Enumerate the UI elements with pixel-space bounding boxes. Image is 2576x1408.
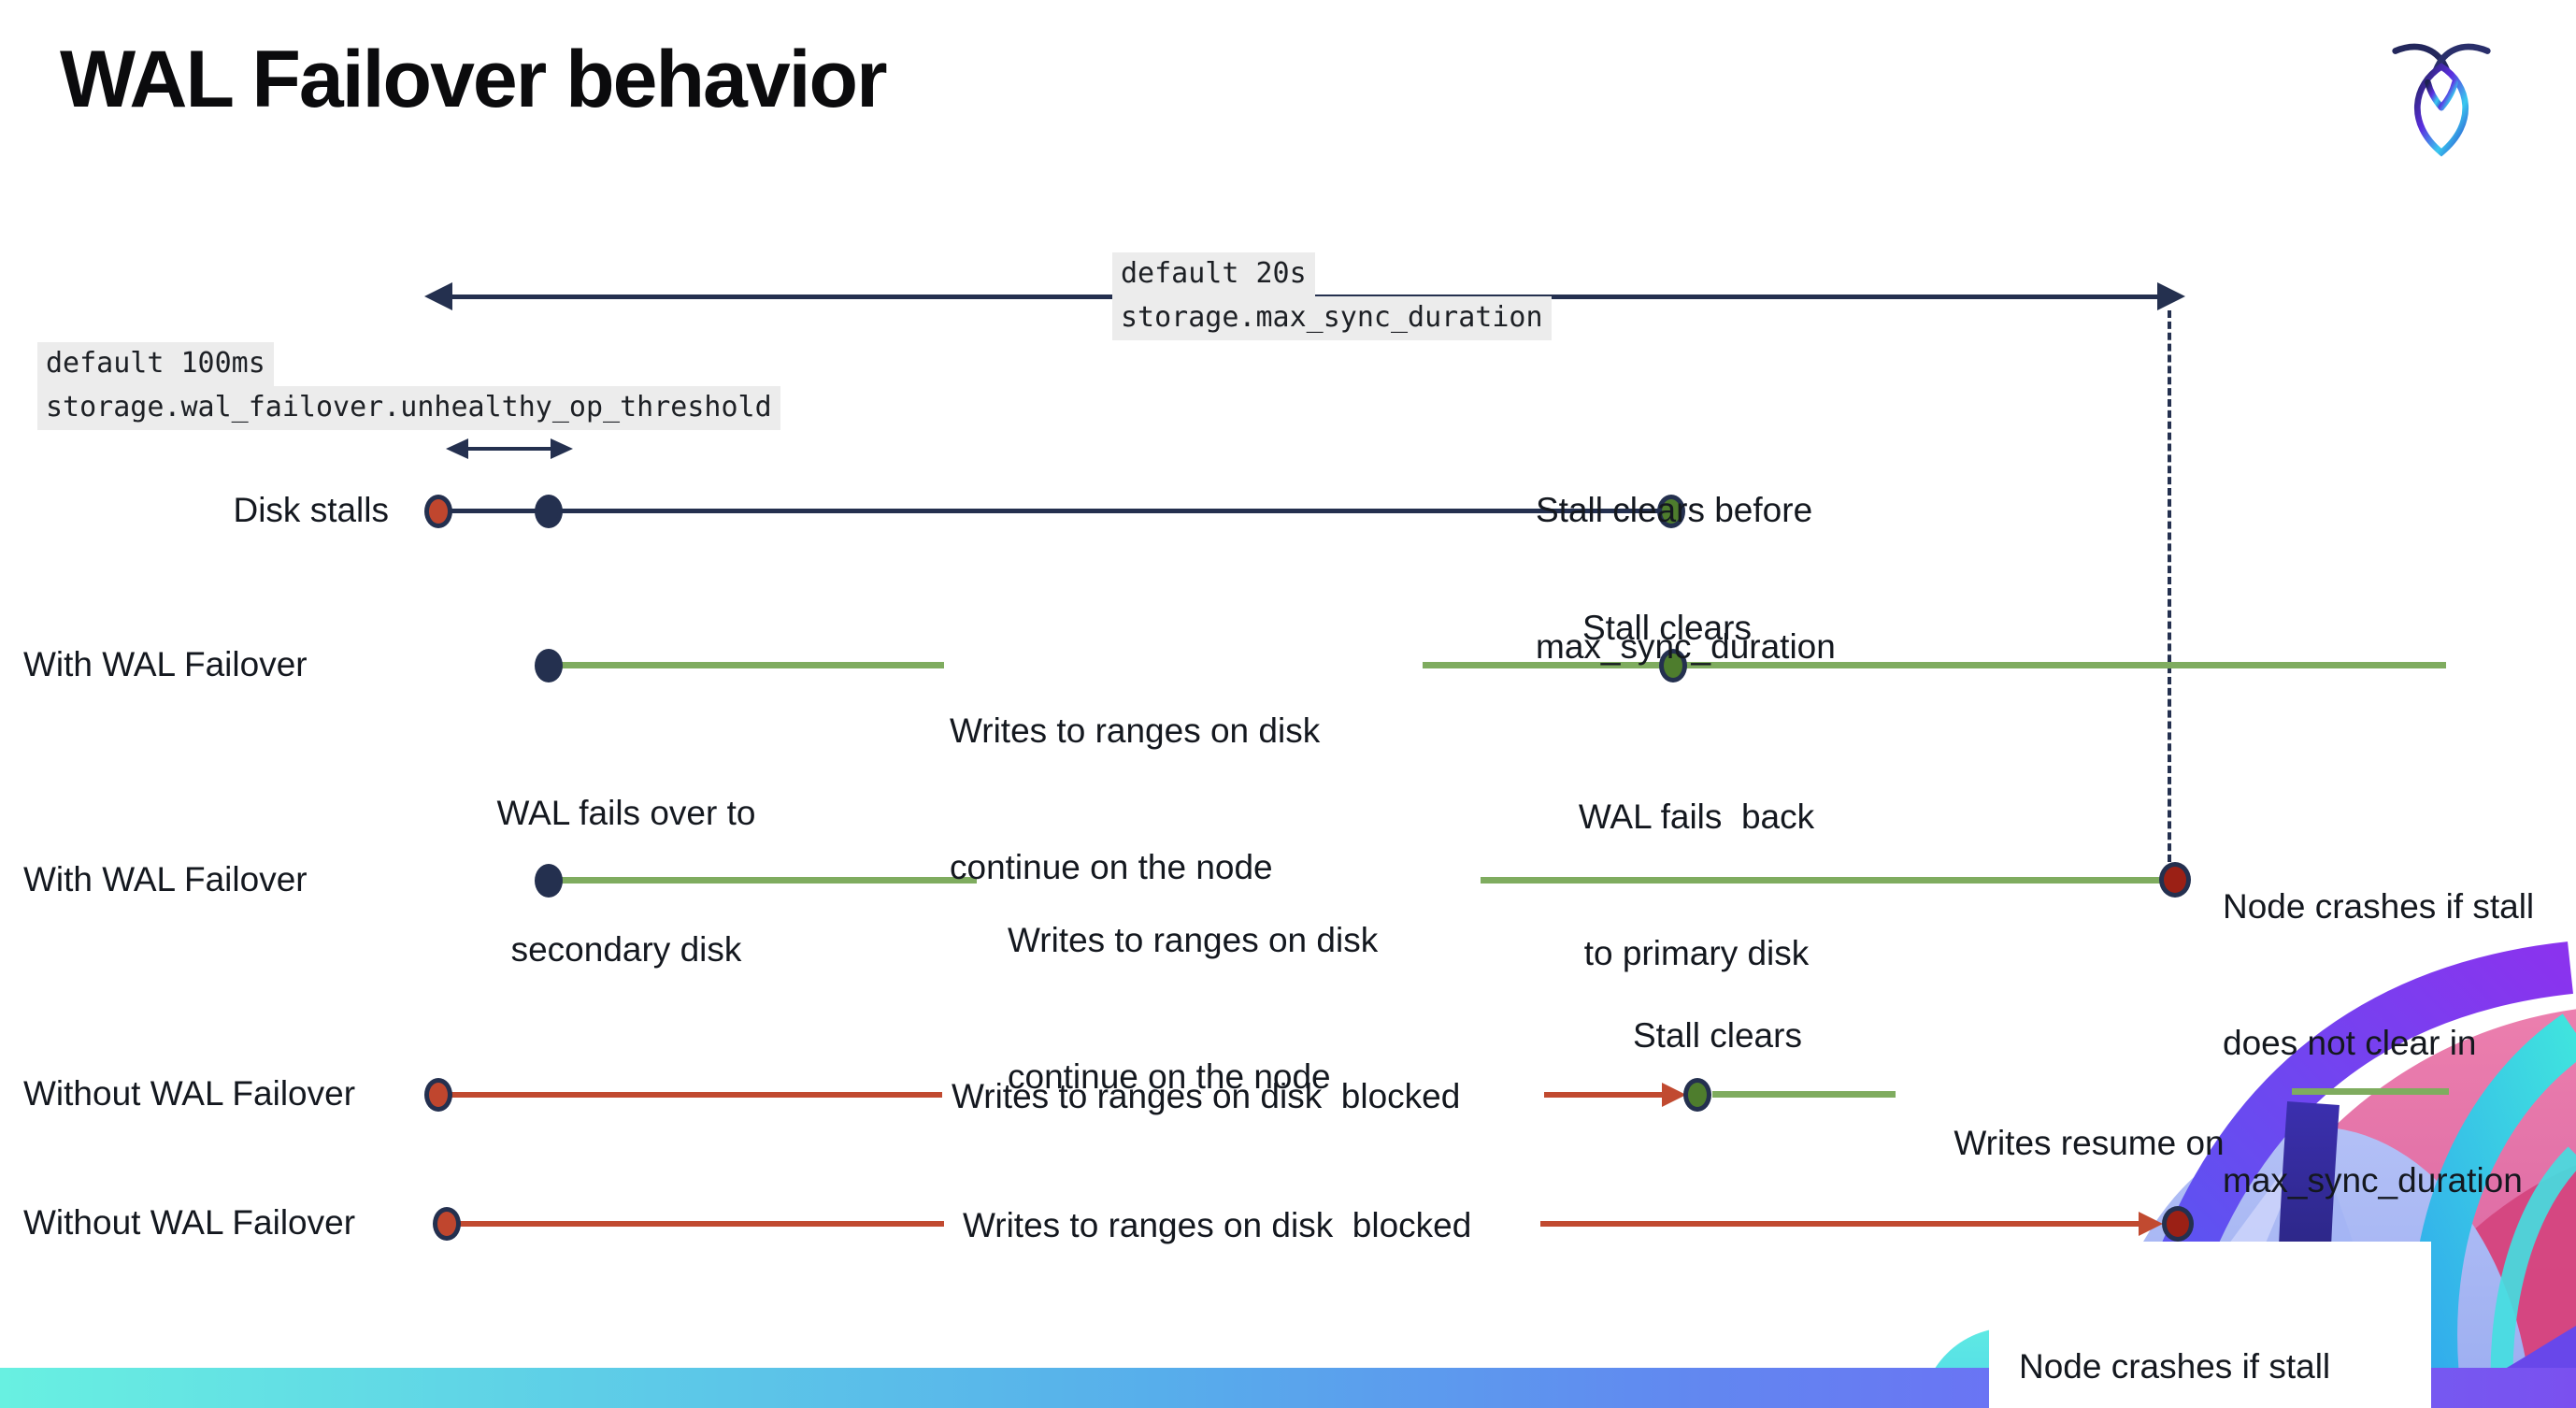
writes-continue-line: [1423, 662, 2446, 668]
writes-continue-line: [559, 877, 977, 884]
callout-line: WAL fails back: [1578, 797, 1815, 836]
callout-writes-blocked: Writes to ranges on disk blocked: [952, 1077, 1461, 1115]
threshold-setting-name: storage.wal_failover.unhealthy_op_thresh…: [37, 386, 780, 430]
small-arrowhead-left-icon: [446, 438, 468, 459]
callout-line: continue on the node: [1008, 1057, 1331, 1097]
writes-blocked-line: [438, 1092, 942, 1098]
failover-dot: [535, 649, 563, 682]
cockroachdb-logo-icon: [2389, 41, 2494, 157]
threshold-span-line: [465, 447, 551, 451]
callout-line: max_sync_duration: [2223, 1160, 2523, 1200]
writes-blocked-line: [1540, 1221, 2140, 1227]
row-label-disk-stalls: Disk stalls: [233, 491, 389, 529]
callout-line: continue on the node: [950, 848, 1273, 887]
failover-threshold-dot: [535, 495, 563, 528]
arrowhead-left-icon: [424, 282, 452, 310]
callout-stall-clears: Stall clears: [1582, 609, 1752, 647]
callout-stall-clears: Stall clears: [1633, 1016, 1802, 1055]
callout-line: Stall clears before: [1536, 490, 1813, 529]
callout-writes-blocked: Writes to ranges on disk blocked: [963, 1206, 1472, 1244]
node-crash-dot: [2159, 862, 2191, 898]
callout-line: Node crashes if stall: [2019, 1346, 2331, 1386]
row-label-without-wal-failover-2: Without WAL Failover: [23, 1203, 356, 1242]
page-title: WAL Failover behavior: [60, 35, 888, 124]
disk-stall-timeline: [438, 509, 1671, 513]
writes-blocked-line: [447, 1221, 944, 1227]
arrowhead-right-icon: [2157, 282, 2185, 310]
writes-blocked-line: [1544, 1092, 1664, 1098]
callout-line: Writes to ranges on disk: [1008, 920, 1379, 959]
row-label-without-wal-failover-1: Without WAL Failover: [23, 1074, 356, 1113]
row-label-with-wal-failover-2: With WAL Failover: [23, 860, 308, 898]
red-arrowhead-icon: [1662, 1083, 1686, 1107]
callout-line: to primary disk: [1583, 934, 1810, 973]
writes-continue-line: [559, 662, 944, 668]
stall-start-dot: [424, 495, 452, 528]
callout-wal-fails-over: WAL fails over to secondary disk: [472, 699, 780, 1065]
callout-line: max_sync_duration: [1536, 627, 1836, 667]
stall-start-dot: [433, 1207, 461, 1241]
unhealthy-op-threshold-label: default 100ms storage.wal_failover.unhea…: [37, 342, 780, 430]
max-sync-setting-name: storage.max_sync_duration: [1112, 296, 1552, 340]
row-label-with-wal-failover-1: With WAL Failover: [23, 645, 308, 683]
callout-wal-fails-back: WAL fails back to primary disk: [1542, 703, 1851, 1069]
threshold-default-value: default 100ms: [37, 342, 274, 386]
node-crash-dot: [2162, 1206, 2194, 1242]
callout-node-crashes: Node crashes if stall does not clear in …: [2019, 1253, 2330, 1408]
callout-writes-continue: Writes to ranges on disk continue on the…: [1008, 826, 1378, 1192]
callout-line: secondary disk: [510, 930, 742, 970]
red-arrowhead-icon: [2139, 1212, 2163, 1236]
writes-resume-line: [2292, 1088, 2449, 1095]
stall-clears-dot: [1683, 1078, 1711, 1112]
stall-clears-dot: [1659, 649, 1687, 682]
callout-node-crashes: Node crashes if stall does not clear in …: [2223, 793, 2534, 1295]
callout-line: WAL fails over to: [496, 793, 756, 832]
callout-line: Writes resume on: [1953, 1123, 2225, 1162]
max-sync-default-value: default 20s: [1112, 252, 1315, 296]
writes-resume-line: [1712, 1091, 1896, 1098]
node-crashes-text-box: [1989, 1242, 2431, 1408]
small-arrowhead-right-icon: [551, 438, 573, 459]
callout-writes-continue: Writes to ranges on disk continue on the…: [950, 617, 1320, 983]
stall-clears-dot: [1657, 495, 1685, 528]
failover-dot: [535, 864, 563, 898]
writes-continue-line: [1481, 877, 2164, 884]
callout-line: does not clear in: [2223, 1024, 2477, 1063]
max-sync-duration-label: default 20s storage.max_sync_duration: [1112, 252, 1552, 340]
callout-line: Node crashes if stall: [2223, 886, 2535, 926]
callout-line: Writes to ranges on disk: [950, 711, 1321, 750]
stall-start-dot: [424, 1078, 452, 1112]
max-sync-deadline-dashed-line: [2168, 310, 2171, 862]
callout-stall-clears-before: Stall clears before max_sync_duration: [1536, 396, 1836, 762]
